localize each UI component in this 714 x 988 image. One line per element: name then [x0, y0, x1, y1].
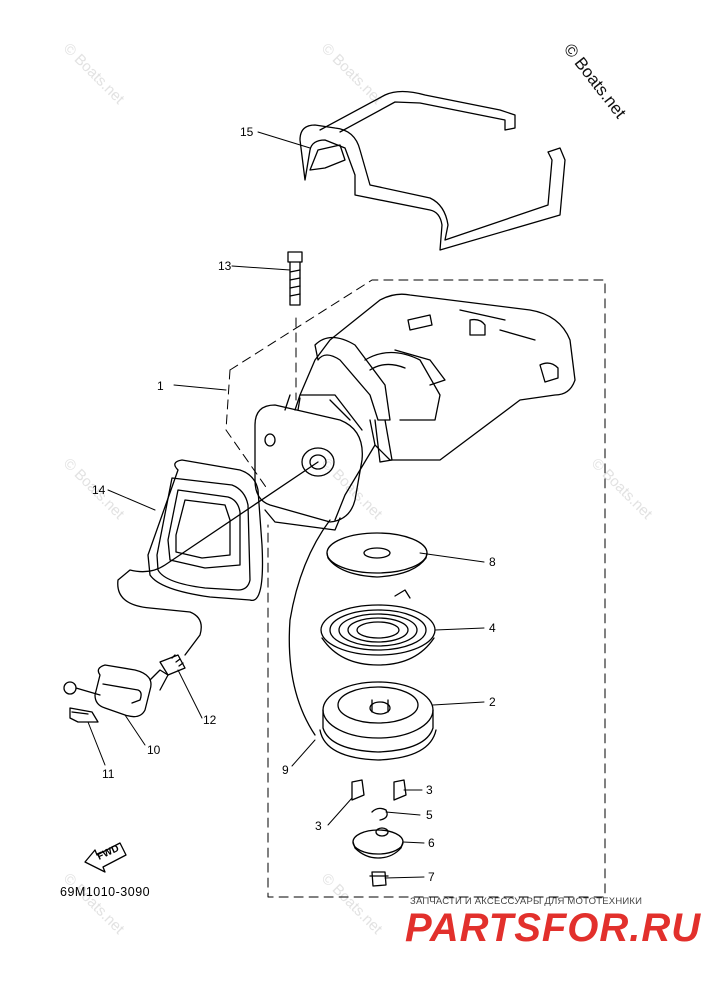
part-4-spiral-spring [320, 589, 436, 666]
shop-subtitle: ЗАПЧАСТИ И АКСЕССУАРЫ ДЛЯ МОТОТЕХНИКИ [410, 896, 643, 907]
part-10-handle [63, 664, 169, 718]
part-14-grommet [147, 459, 264, 601]
part-1-housing [254, 293, 576, 531]
callout-11: 11 [102, 767, 115, 781]
part-11-clip [69, 707, 99, 723]
part-2-pulley [319, 681, 437, 761]
callout-8: 8 [489, 555, 496, 569]
part-12-connector [159, 654, 186, 676]
callout-12: 12 [203, 713, 217, 727]
part-13-bolt [287, 251, 303, 306]
fwd-arrow-icon [84, 842, 127, 873]
callout-3: 3 [315, 819, 322, 833]
callout-leaders [87, 131, 485, 879]
callout-13: 13 [218, 259, 232, 273]
callout-6: 6 [428, 836, 435, 850]
callout-4: 4 [489, 621, 496, 635]
callout-3: 3 [426, 783, 433, 797]
callout-7: 7 [428, 870, 435, 884]
callout-10: 10 [147, 743, 161, 757]
callout-2: 2 [489, 695, 496, 709]
callout-9: 9 [282, 763, 289, 777]
part-6-drive-plate [352, 827, 404, 859]
assembly-frame [225, 279, 606, 898]
callout-numbers: 15 13 1 14 8 4 2 12 10 9 11 3 5 3 6 7 FW… [92, 125, 496, 884]
figure-code: 69M1010-3090 [60, 885, 151, 899]
part-5-circlip [371, 807, 388, 821]
callout-1: 1 [157, 379, 164, 393]
callout-5: 5 [426, 808, 433, 822]
part-8-plate [326, 532, 428, 578]
part-7-bolt [369, 871, 389, 887]
callout-14: 14 [92, 483, 106, 497]
part-15-seal [299, 90, 566, 251]
shop-logo: PARTSFOR.RU [405, 906, 702, 950]
callout-15: 15 [240, 125, 254, 139]
part-3-pawl [351, 779, 407, 801]
